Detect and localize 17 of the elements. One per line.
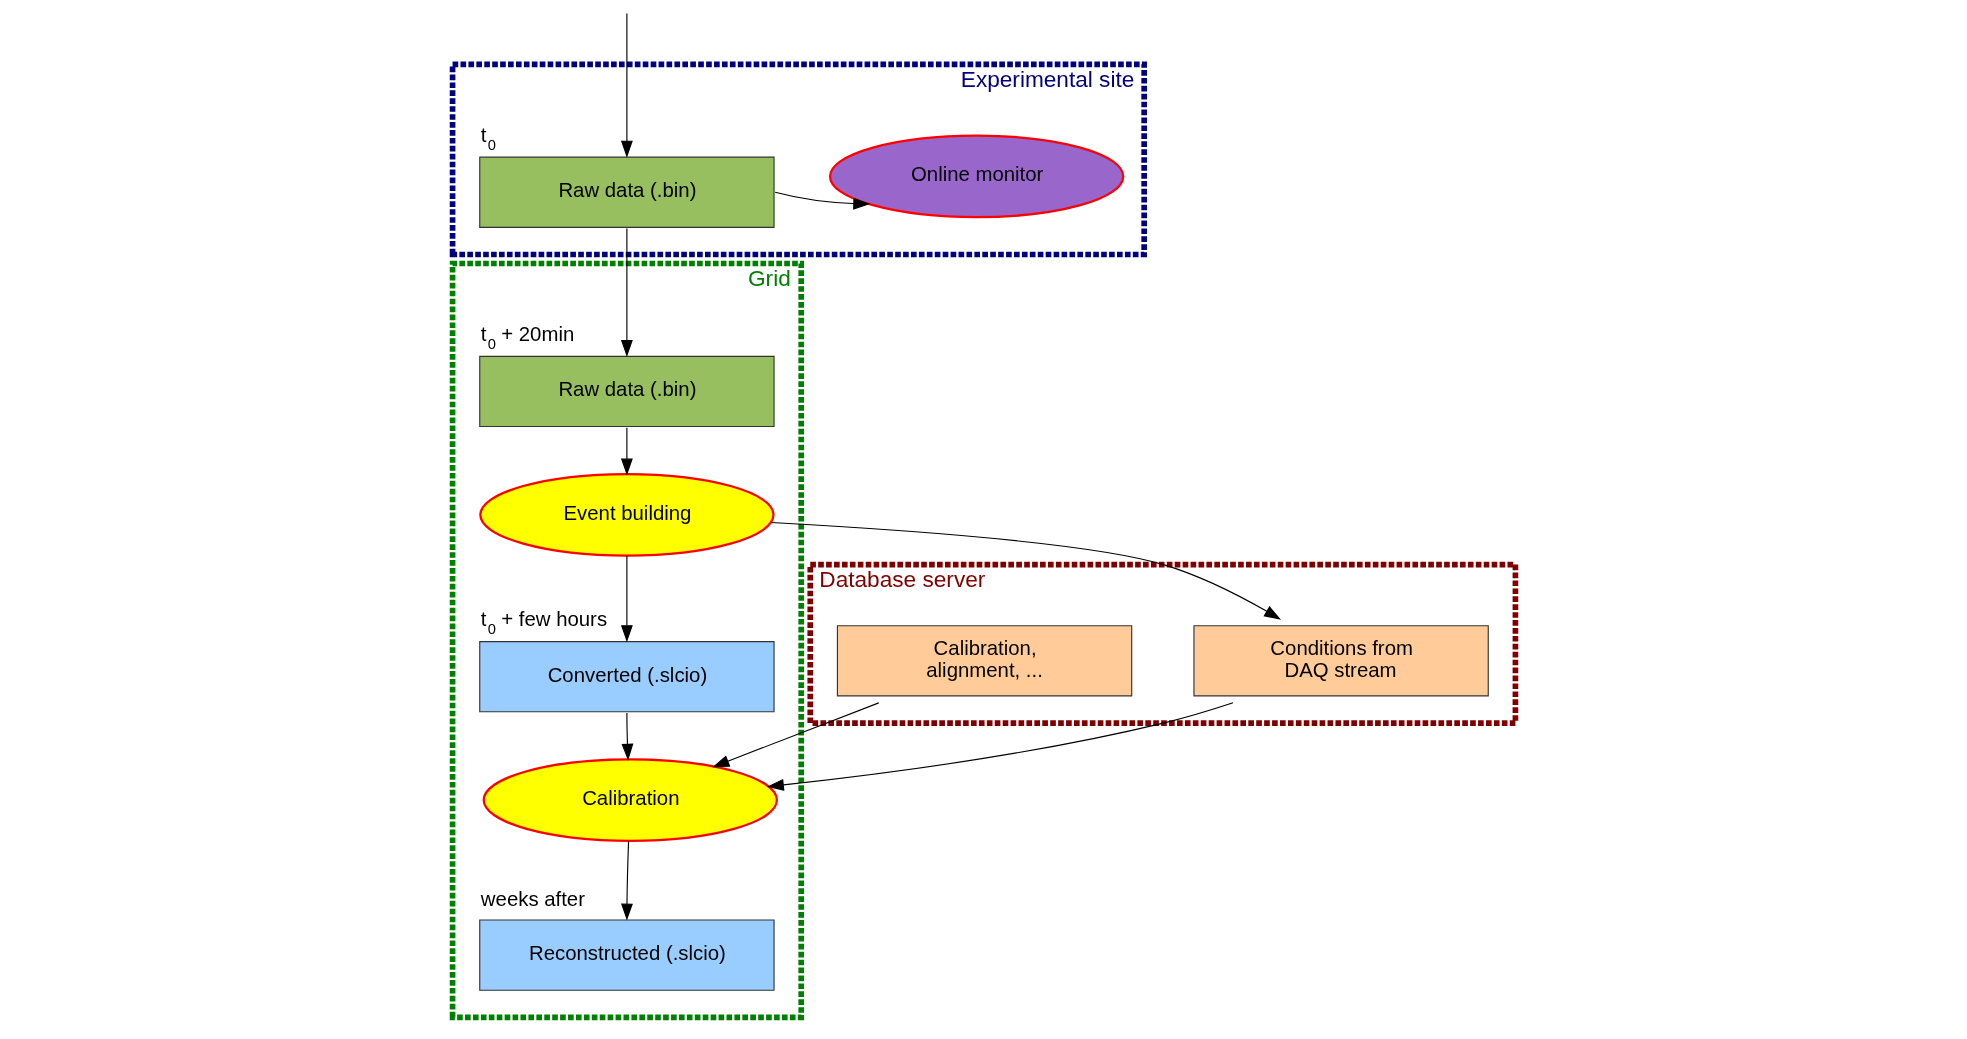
node-ellipse: Calibration (482, 758, 778, 842)
arrow (620, 427, 633, 476)
arrow (770, 521, 1281, 620)
node-label: t$_{0}$ + few hours (480, 608, 607, 638)
node-ellipse: Online monitor (828, 134, 1124, 219)
arrow (711, 702, 879, 768)
arrow (621, 712, 633, 761)
arrow (620, 840, 633, 921)
arrow (774, 191, 870, 210)
node-label: t$_{0}$ + 20min (480, 322, 574, 352)
node-label: weeks after (480, 887, 585, 910)
arrow (620, 555, 633, 643)
arrow (766, 702, 1234, 791)
arrow (620, 12, 633, 158)
node-label: t$_{0}$ (480, 123, 496, 153)
arrow (620, 227, 633, 357)
node-ellipse: Event building (478, 472, 775, 557)
